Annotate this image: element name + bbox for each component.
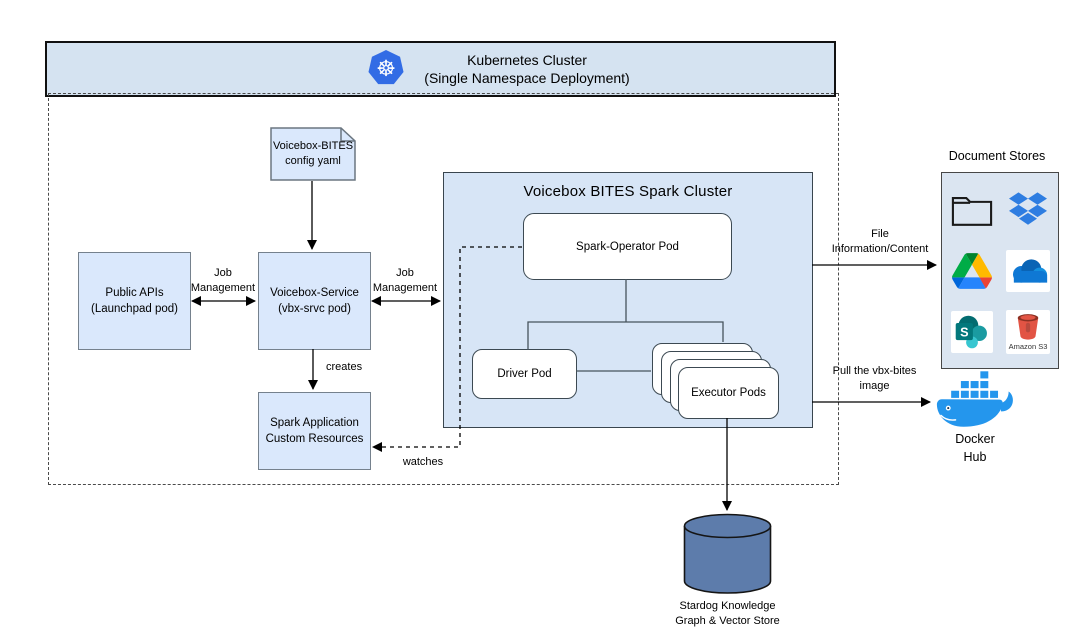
spark-operator-pod: Spark-Operator Pod <box>523 213 732 280</box>
file-information-label: File Information/Content <box>831 228 929 256</box>
job-management-left-label: Job Management <box>190 267 256 295</box>
docker-hub-line2: Hub <box>963 449 987 464</box>
kubernetes-cluster-header: ☸ Kubernetes Cluster (Single Namespace D… <box>45 41 836 97</box>
spark-operator-pod-label: Spark-Operator Pod <box>576 240 679 253</box>
config-yaml-line1: Voicebox-BITES <box>272 140 354 152</box>
onedrive-icon <box>1006 249 1050 292</box>
config-yaml-line2: config yaml <box>285 155 341 168</box>
driver-pod: Driver Pod <box>472 349 577 399</box>
amazon-s3-caption: Amazon S3 <box>1008 341 1048 351</box>
kubernetes-cluster-title: Kubernetes Cluster (Single Namespace Dep… <box>387 52 667 87</box>
stardog-label: Stardog Knowledge Graph & Vector Store <box>640 599 815 630</box>
database-cylinder-icon <box>683 513 772 595</box>
header-title-line1: Kubernetes Cluster <box>467 52 587 68</box>
spark-app-cr-line1: Spark Application <box>270 416 359 429</box>
document-stores-title: Document Stores <box>948 149 1046 163</box>
sharepoint-letter: S <box>960 325 968 339</box>
voicebox-service-line2: (vbx-srvc pod) <box>278 303 351 315</box>
watches-label: watches <box>402 456 444 468</box>
executor-pods-label: Executor Pods <box>691 387 766 399</box>
executor-pods: Executor Pods <box>678 367 779 419</box>
google-drive-icon <box>952 252 992 289</box>
svg-text:☸: ☸ <box>376 56 396 82</box>
stardog-line1: Stardog Knowledge <box>679 600 776 612</box>
public-apis-line2: (Launchpad pod) <box>91 303 178 315</box>
folder-icon <box>951 192 993 227</box>
creates-label: creates <box>326 361 363 373</box>
amazon-s3-icon: Amazon S3 <box>1006 309 1050 354</box>
docker-hub-line1: Docker <box>955 432 995 446</box>
pull-image-label: Pull the vbx-bites image <box>832 365 917 393</box>
spark-app-custom-resources-node: Spark Application Custom Resources <box>258 392 371 470</box>
docker-hub-label: Docker Hub <box>934 431 1016 466</box>
stardog-line2: Graph & Vector Store <box>675 615 780 628</box>
public-apis-node: Public APIs (Launchpad pod) <box>78 252 191 350</box>
voicebox-service-line1: Voicebox-Service <box>270 286 359 299</box>
driver-pod-label: Driver Pod <box>497 368 552 380</box>
header-title-line2: (Single Namespace Deployment) <box>424 69 630 86</box>
spark-app-cr-line2: Custom Resources <box>265 433 364 445</box>
docker-whale-icon <box>934 370 1016 430</box>
public-apis-line1: Public APIs <box>105 286 164 299</box>
document-stores-box: S Amazon S3 <box>941 172 1059 369</box>
document-note-icon <box>270 127 356 181</box>
spark-cluster-title: Voicebox BITES Spark Cluster <box>523 183 733 200</box>
job-management-right-label: Job Management <box>372 267 438 295</box>
sharepoint-icon: S <box>951 310 993 353</box>
voicebox-service-node: Voicebox-Service (vbx-srvc pod) <box>258 252 371 350</box>
config-yaml-note: Voicebox-BITES config yaml <box>270 127 356 181</box>
kubernetes-icon: ☸ <box>367 49 405 87</box>
namespace-boundary <box>48 93 839 485</box>
dropbox-icon <box>1009 192 1047 227</box>
